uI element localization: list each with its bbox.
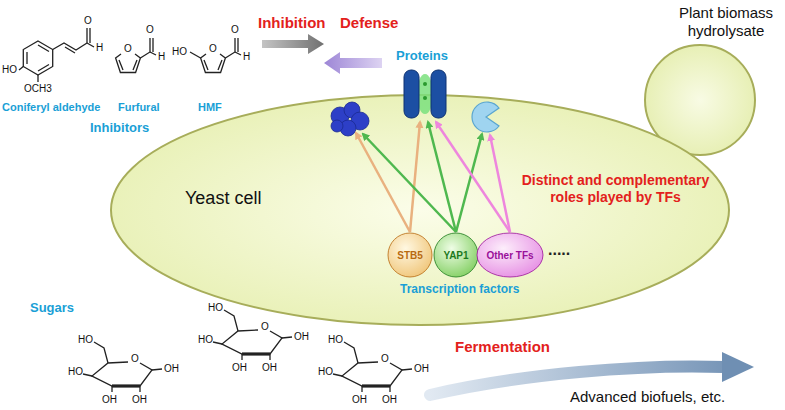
drawing-circle [423, 82, 427, 86]
drawing-path [87, 28, 90, 43]
atom-label: HO [318, 366, 333, 378]
hmf-structure [190, 38, 241, 73]
group-label: Transcription factors [400, 282, 519, 296]
drawing-path [190, 52, 201, 58]
drawing-path [27, 45, 49, 71]
tf-name: STB5 [397, 250, 423, 261]
drawing-polygon [23, 41, 52, 75]
drawing-ellipse [434, 233, 478, 277]
process-label: Fermentation [455, 338, 550, 356]
context-label: Plant biomass hydrolysate [672, 4, 780, 40]
drawing-path [225, 38, 238, 58]
atom-label: H [96, 42, 103, 54]
drawing-circle [331, 120, 343, 132]
tf-name: Other TFs [486, 250, 533, 261]
inhibition-arrow [262, 34, 324, 54]
atom-label: H [243, 51, 250, 63]
drawing-ellipse [111, 95, 729, 325]
transcription-factor: Other TFs [476, 232, 544, 278]
arrow-label: Defense [340, 14, 398, 32]
transcription-factor: YAP1 [433, 232, 479, 278]
drawing-path [116, 54, 141, 73]
atom-label: O [231, 24, 239, 36]
group-label: Sugars [30, 300, 74, 316]
atom-label: H [158, 51, 165, 63]
atom-label: O [131, 353, 139, 365]
drawing-path [53, 43, 87, 53]
compound-name: Coniferyl aldehyde [2, 101, 100, 114]
compound-name: HMF [198, 101, 222, 114]
atom-label: OH [352, 394, 367, 406]
transcription-factor: STB5 [387, 232, 433, 278]
atom-label: O [209, 43, 217, 55]
atom-label: O [124, 43, 132, 55]
atom-label: OH [232, 362, 247, 374]
sugar-structure [213, 310, 292, 360]
ellipsis: ..... [548, 240, 570, 259]
group-label: Inhibitors [90, 120, 149, 136]
drawing-path [201, 54, 226, 73]
drawing-circle [423, 96, 427, 100]
drawing-path [204, 60, 222, 70]
drawing-path [140, 38, 153, 58]
atom-label: HO [2, 64, 17, 76]
arrow-label: Inhibition [258, 14, 325, 32]
drawing-path [119, 60, 137, 70]
atom-label: OH [164, 363, 179, 375]
furfural-structure [116, 38, 156, 73]
drawing-path [150, 52, 156, 55]
atom-label: HO [172, 46, 187, 58]
atom-label: O [84, 15, 92, 27]
atom-label: HO [208, 302, 223, 314]
membrane-channel [404, 70, 446, 118]
cell-label: Yeast cell [185, 188, 261, 210]
atom-label: HO [198, 334, 213, 346]
coniferyl-aldehyde-structure [19, 28, 94, 82]
atom-label: OH [102, 394, 117, 406]
atom-label: O [381, 353, 389, 365]
compound-name: Furfural [118, 101, 160, 114]
drawing-rect [404, 70, 419, 118]
atom-label: HO [328, 334, 343, 346]
atom-label: OH [294, 331, 309, 343]
atom-label: OH [262, 362, 277, 374]
atom-label: O [261, 321, 269, 333]
atom-label: OH [382, 394, 397, 406]
drawing-path [19, 67, 23, 71]
atom-label: HO [68, 366, 83, 378]
group-label: Proteins [396, 48, 448, 64]
drawing-path [87, 43, 94, 47]
atom-label: HO [78, 334, 93, 346]
drawing-ellipse [388, 233, 432, 277]
fermentation-arrowhead [722, 352, 754, 382]
defense-arrow [324, 52, 382, 74]
drawing-rect [431, 70, 446, 118]
atom-label: OH [414, 363, 429, 375]
atom-label: O [146, 24, 154, 36]
atom-label: OCH3 [24, 83, 52, 95]
product-label: Advanced biofuels, etc. [570, 388, 725, 406]
sugar-structure [83, 342, 162, 392]
tf-name: YAP1 [443, 250, 468, 261]
drawing-path [235, 52, 241, 55]
atom-label: OH [132, 394, 147, 406]
note-text: Distinct and complementary roles played … [518, 172, 713, 206]
drawing-path [37, 75, 38, 82]
drawing-ellipse [477, 233, 543, 277]
sugar-structure [333, 342, 412, 392]
